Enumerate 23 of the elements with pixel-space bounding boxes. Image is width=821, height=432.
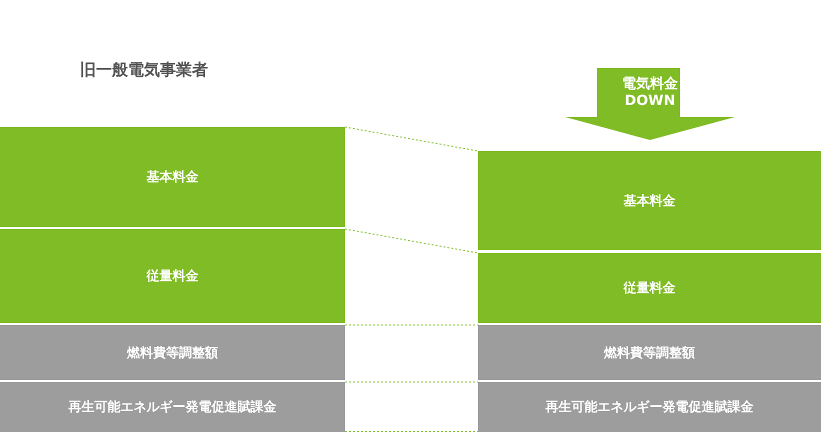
block-label: 燃料費等調整額 (127, 344, 218, 362)
fee-block (478, 325, 821, 380)
fee-block (0, 229, 345, 323)
block-label: 基本料金 (146, 169, 198, 186)
connector-line (344, 324, 478, 326)
fee-block (0, 382, 345, 432)
block-label: 従量料金 (624, 280, 676, 297)
block-label: 基本料金 (624, 192, 676, 210)
block-label: 再生可能エネルギー発電促進賦課金 (68, 399, 276, 416)
fee-block (0, 325, 345, 380)
block-label: 燃料費等調整額 (604, 344, 695, 362)
fee-block (478, 253, 821, 323)
fee-block (478, 382, 821, 432)
connector-line (344, 126, 478, 152)
down-arrow (565, 68, 735, 140)
fee-block (478, 151, 821, 250)
arrow-label: 電気料金 DOWN (621, 76, 679, 110)
column-heading: 旧一般電気事業者 (80, 60, 208, 81)
block-label: 再生可能エネルギー発電促進賦課金 (546, 399, 754, 416)
connector-line (344, 431, 478, 432)
connector-line (344, 228, 478, 254)
block-label: 従量料金 (146, 268, 198, 285)
fee-block (0, 127, 345, 227)
